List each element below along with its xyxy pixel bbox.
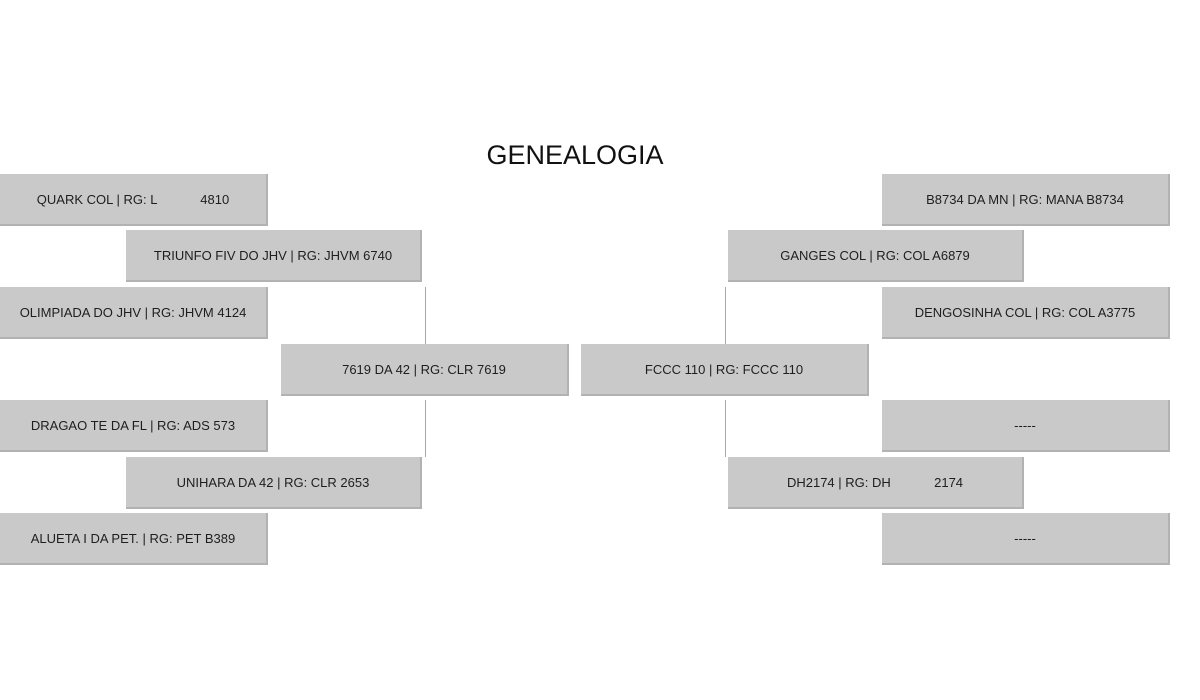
pedigree-box-maternal-granddam: DH2174 | RG: DH 2174 — [728, 457, 1024, 509]
connector-line — [725, 287, 726, 344]
connector-line — [425, 400, 426, 457]
pedigree-box-sire: 7619 DA 42 | RG: CLR 7619 — [281, 344, 569, 396]
connector-line — [725, 400, 726, 457]
pedigree-box-paternal-granddam-dam: ALUETA I DA PET. | RG: PET B389 — [0, 513, 268, 565]
connector-line — [425, 287, 426, 344]
pedigree-box-maternal-grandsire-sire: B8734 DA MN | RG: MANA B8734 — [882, 174, 1170, 226]
pedigree-box-paternal-granddam: UNIHARA DA 42 | RG: CLR 2653 — [126, 457, 422, 509]
pedigree-box-dam: FCCC 110 | RG: FCCC 110 — [581, 344, 869, 396]
pedigree-box-paternal-grandsire: TRIUNFO FIV DO JHV | RG: JHVM 6740 — [126, 230, 422, 282]
pedigree-box-paternal-grandsire-dam: OLIMPIADA DO JHV | RG: JHVM 4124 — [0, 287, 268, 339]
pedigree-box-paternal-granddam-sire: DRAGAO TE DA FL | RG: ADS 573 — [0, 400, 268, 452]
pedigree-box-maternal-granddam-dam: ----- — [882, 513, 1170, 565]
pedigree-box-maternal-granddam-sire: ----- — [882, 400, 1170, 452]
page-title: GENEALOGIA — [486, 140, 664, 170]
pedigree-box-paternal-grandsire-sire: QUARK COL | RG: L 4810 — [0, 174, 268, 226]
pedigree-box-maternal-grandsire-dam: DENGOSINHA COL | RG: COL A3775 — [882, 287, 1170, 339]
pedigree-box-maternal-grandsire: GANGES COL | RG: COL A6879 — [728, 230, 1024, 282]
